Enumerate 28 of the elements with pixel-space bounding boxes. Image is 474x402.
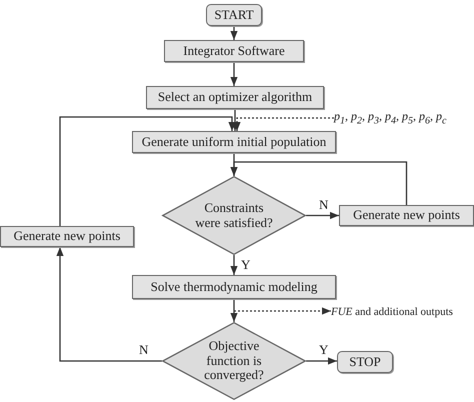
note-text: p$_{1}$, p$_{2}$, p$_{3}$, p$_{4}$, p$_{5}$, p$_{6}$, p$_{c}$ — [334, 110, 464, 126]
arrow — [231, 109, 239, 131]
arrow — [230, 255, 238, 275]
process-box: Select an optimizer algorithm — [146, 86, 324, 109]
edge-label: Y — [240, 258, 252, 271]
edge-label: N — [318, 198, 330, 211]
arrow — [306, 212, 339, 220]
process-box: Generate uniform initial population — [132, 131, 336, 153]
dashed-arrow — [234, 307, 331, 315]
process-box: Generate new points — [339, 205, 474, 226]
terminal-box: START — [206, 4, 262, 26]
note-text: FUE and additional outputs — [331, 304, 474, 320]
edge-label: N — [138, 343, 150, 356]
terminal-box: STOP — [337, 351, 393, 373]
arrow — [230, 62, 238, 86]
decision-text: Objective function is converged? — [203, 338, 265, 384]
arrow — [56, 247, 162, 362]
dashed-arrow — [233, 117, 334, 131]
arrow — [59, 116, 236, 226]
process-box: Generate new points — [0, 226, 134, 247]
process-box: Integrator Software — [164, 40, 304, 62]
arrow — [230, 299, 238, 322]
edge-label: Y — [318, 343, 330, 356]
arrow — [230, 26, 238, 40]
decision-text: Constraints were satisfied? — [194, 200, 274, 230]
arrow — [230, 161, 408, 205]
arrow — [306, 357, 337, 365]
process-box: Solve thermodynamic modeling — [132, 275, 336, 299]
